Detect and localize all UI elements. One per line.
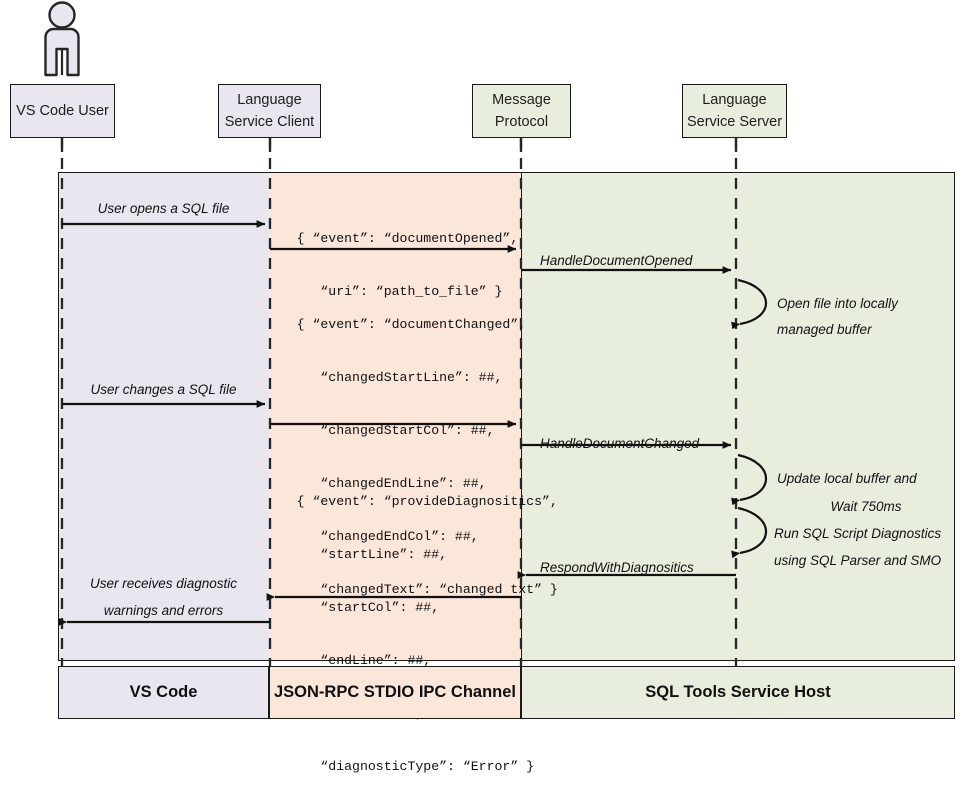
payload-p2-line5: “changedEndCol”: ##, [296, 528, 479, 544]
self-call-label-s2-line1: Update local buffer and [777, 471, 917, 486]
actor-layer [44, 1, 80, 77]
lifeline-head-client[interactable]: Language Service Client [218, 84, 321, 138]
footer-text-host: SQL Tools Service Host [645, 683, 831, 701]
lifeline-head-protocol[interactable]: Message Protocol [472, 84, 571, 138]
message-label-m6-line1: User receives diagnostic [89, 576, 238, 591]
payload-p2-line6: “changedText”: “changed txt” } [296, 581, 558, 597]
payload-p2-line1: { “event”: “documentChanged”, [296, 316, 527, 332]
self-call-loops [731, 278, 767, 559]
lifelines-and-arrows-layer [58, 138, 767, 666]
payload-p1-line1: { “event”: “documentOpened”, [296, 230, 519, 246]
payload-p2-line3: “changedStartCol”: ##, [296, 422, 495, 438]
self-call-label-s1-line2: managed buffer [777, 322, 872, 337]
lifeline-stubs [60, 138, 738, 152]
self-call-label-s2-line2: Wait 750ms [830, 499, 902, 514]
lifeline-label-client-2: Service Client [224, 114, 315, 130]
message-label-m1: User opens a SQL file [97, 201, 230, 216]
lifeline-label-server-1: Language [702, 91, 767, 108]
lifeline-label-protocol-2: Protocol [494, 114, 549, 130]
payload-document-opened: { “event”: “documentOpened”, “uri”: “pat… [265, 199, 519, 332]
lifeline-label-protocol-1: Message [492, 91, 551, 108]
payload-p3-line6: “diagnosticType”: “Error” } [296, 758, 535, 774]
lifeline-head-server[interactable]: Language Service Server [682, 84, 787, 138]
payload-p2-line2: “changedStartLine”: ##, [296, 369, 503, 385]
lifeline-dashes [60, 138, 738, 666]
self-call-label-s1-line1: Open file into locally [777, 296, 898, 311]
footer-text-vscode: VS Code [129, 683, 198, 701]
message-arrows [58, 220, 736, 626]
payload-p2-line4: “changedEndLine”: ##, [296, 475, 487, 491]
sequence-diagram-canvas: VS Code User Language Service Client Mes… [10, 1, 955, 774]
payload-p3-line1: { “event”: “provideDiagnositics”, [296, 493, 558, 509]
self-loop-s3 [731, 506, 767, 559]
band-channel [269, 172, 521, 661]
message-label-m5: RespondWithDiagnositics [540, 560, 694, 575]
self-loop-s2 [731, 453, 767, 506]
footer-text-channel: JSON-RPC STDIO IPC Channel [273, 683, 517, 701]
band-vscode [58, 172, 269, 661]
message-label-m2: HandleDocumentOpened [540, 253, 693, 268]
footer-label-channel[interactable]: JSON-RPC STDIO IPC Channel [269, 666, 521, 719]
payload-p3-line4: “endLine”: ##, [296, 652, 432, 668]
lifeline-label-server-2: Service Server [686, 114, 783, 130]
message-label-m3: User changes a SQL file [90, 382, 237, 397]
payload-document-changed: { “event”: “documentChanged”, “changedSt… [265, 285, 558, 630]
self-call-label-s3-line1: Run SQL Script Diagnostics [774, 526, 942, 541]
lifeline-head-user[interactable]: VS Code User [10, 84, 115, 138]
footer-label-host[interactable]: SQL Tools Service Host [521, 666, 955, 719]
lifeline-label-client-1: Language [237, 91, 302, 108]
payload-provide-diagnostics: { “event”: “provideDiagnositics”, “start… [265, 462, 558, 807]
message-label-m4: HandleDocumentChanged [540, 436, 700, 451]
message-label-m6-line2: warnings and errors [103, 603, 224, 618]
payload-p3-line3: “startCol”: ##, [296, 599, 440, 615]
payload-p3-line2: “startLine”: ##, [296, 546, 448, 562]
self-call-label-s3-line2: using SQL Parser and SMO [774, 553, 942, 568]
payload-p1-line2: “uri”: “path_to_file” } [296, 283, 503, 299]
lifeline-label-user-1: VS Code User [16, 102, 109, 119]
footer-label-vscode[interactable]: VS Code [58, 666, 269, 719]
band-host [521, 172, 955, 661]
self-loop-s1 [731, 278, 767, 330]
vs-code-user-actor-icon [44, 1, 80, 77]
